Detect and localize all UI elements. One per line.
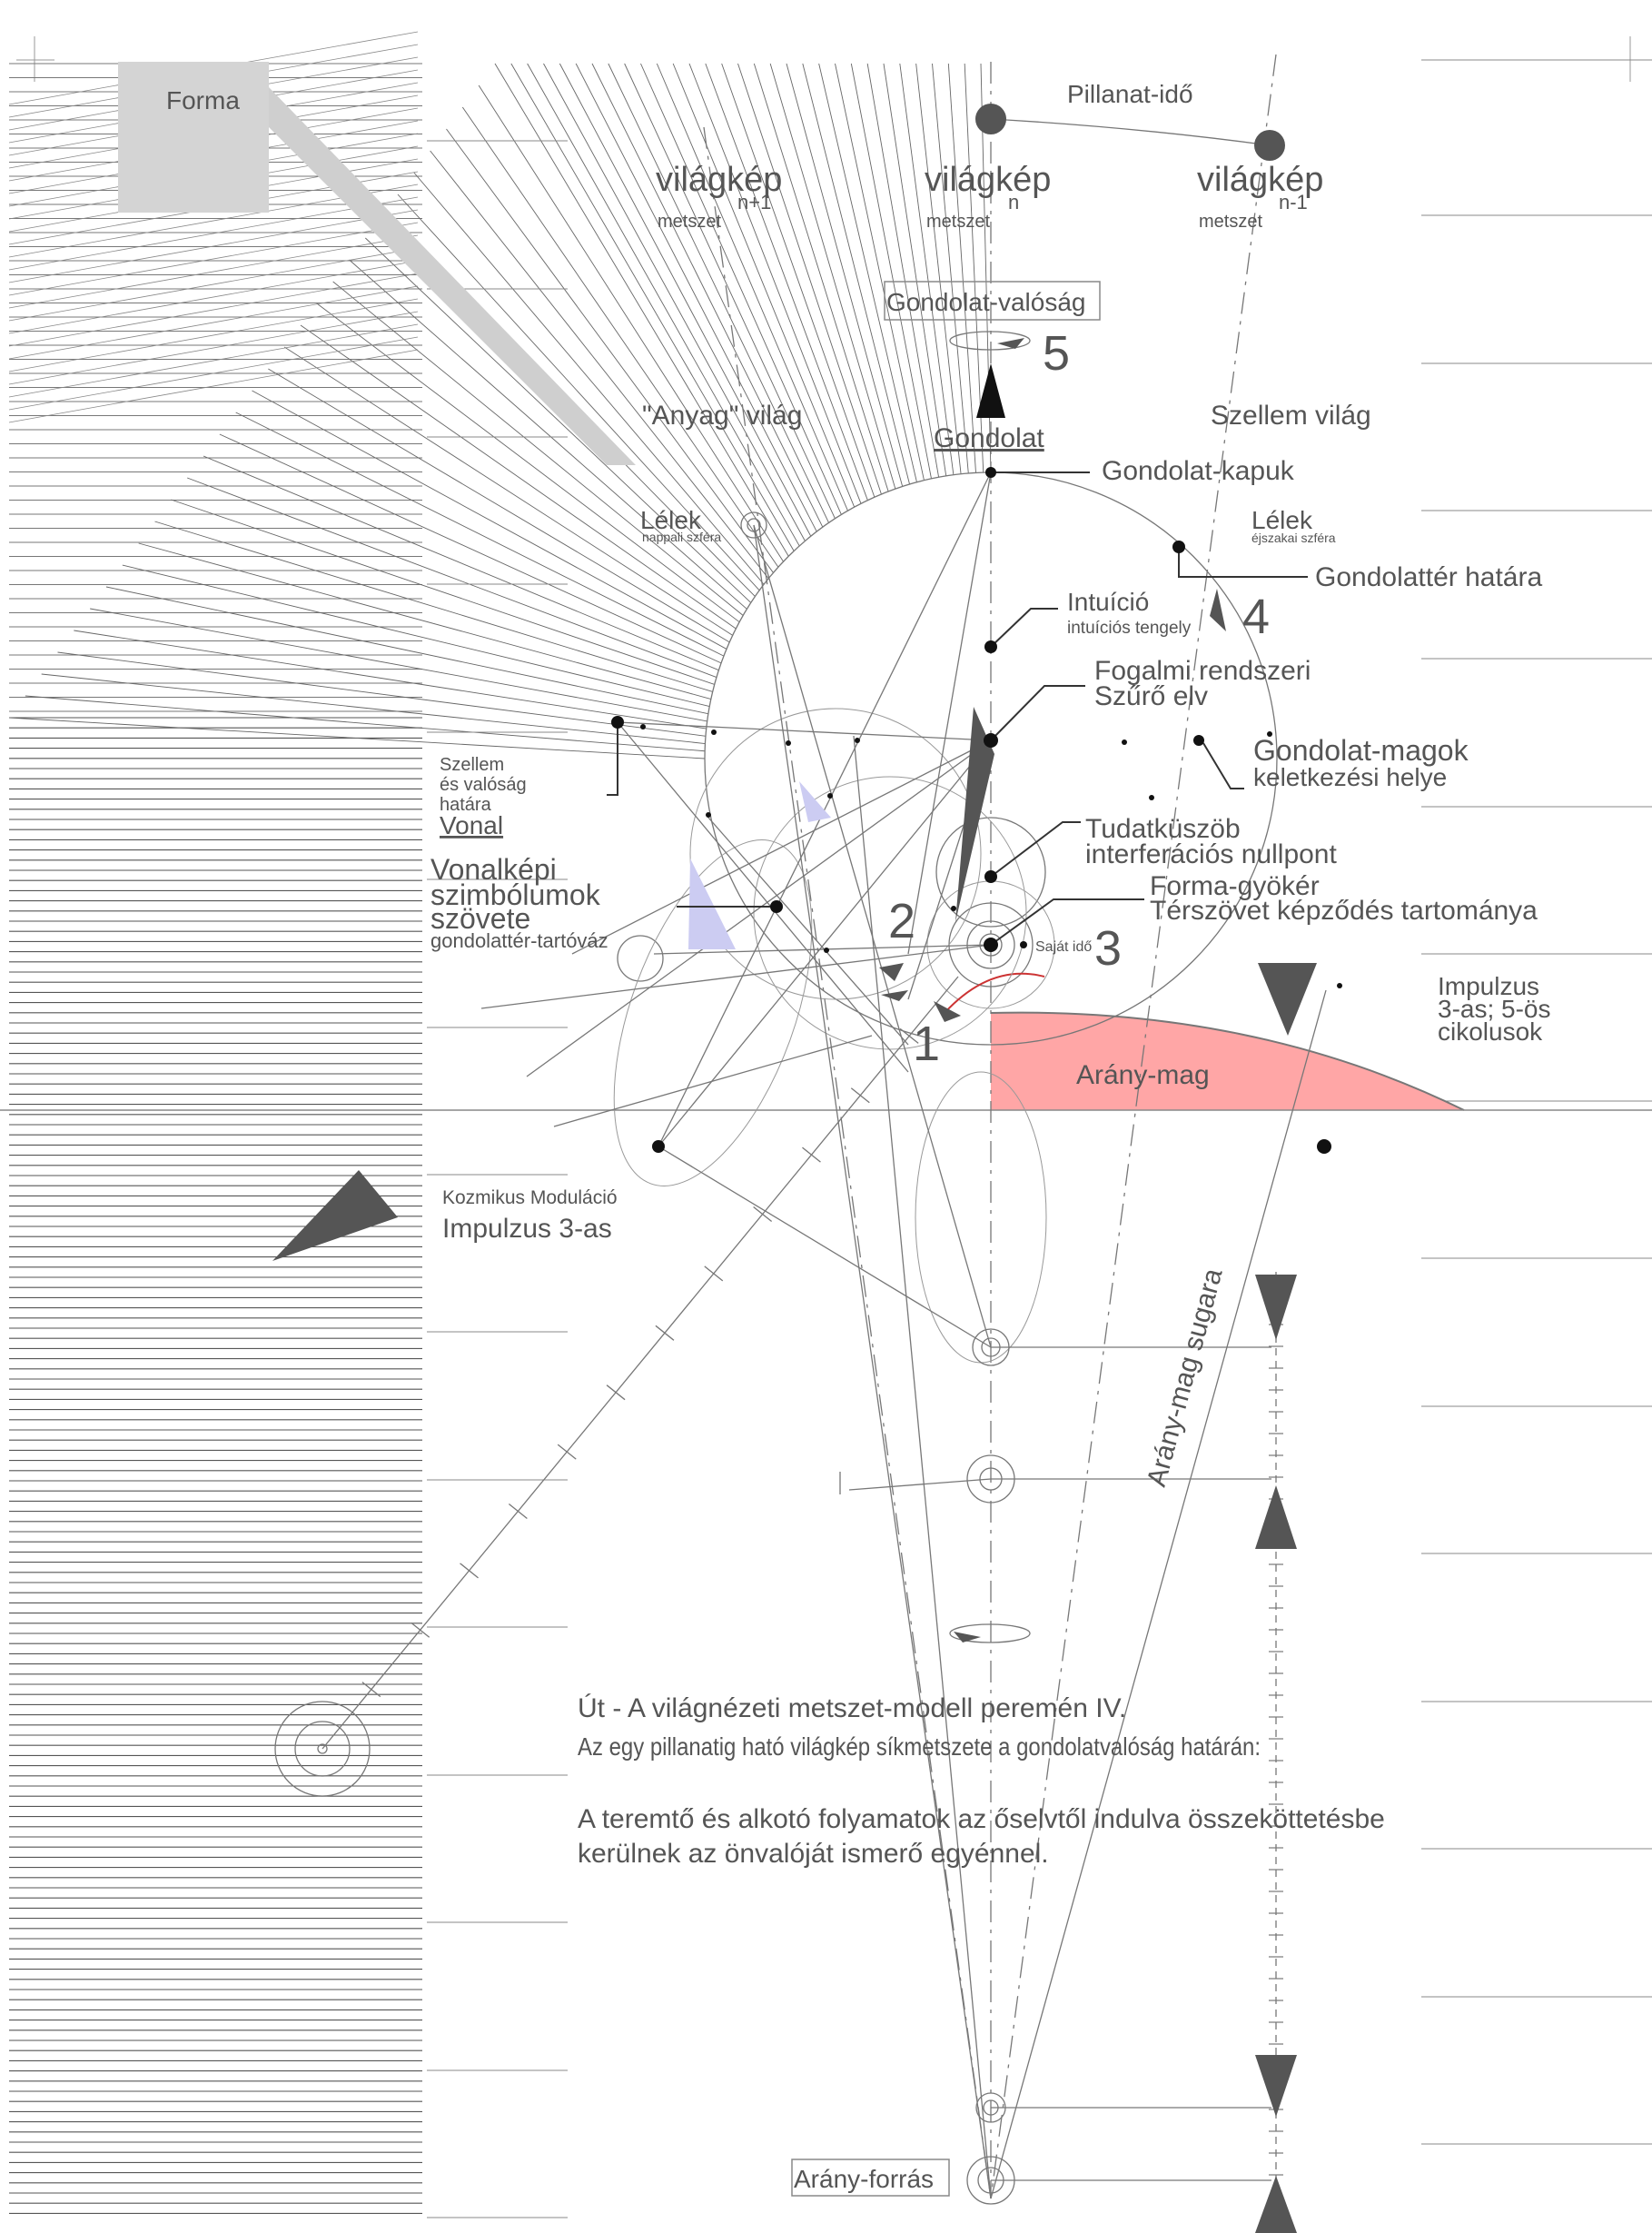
label-forma: Forma (166, 86, 240, 114)
wedge-mid (799, 781, 831, 822)
label-vonal: Vonal (440, 811, 503, 839)
kozmikus-node (274, 1701, 371, 1797)
label-arany-mag-sugara: Arány-mag sugara (1142, 1265, 1229, 1490)
label-szellem-vilag: Szellem világ (1211, 401, 1371, 431)
label-sajat-ido: Saját idő (1035, 939, 1092, 955)
label-arany-forras: Arány-forrás (794, 2165, 934, 2193)
label-anyag-vilag: "Anyag" világ (642, 401, 802, 431)
label-intuicio: Intuíció (1067, 588, 1149, 616)
label-fogalmi-1: Fogalmi rendszeri (1094, 656, 1311, 686)
axis-left (703, 126, 992, 2199)
arany-forras-box (791, 2159, 950, 2197)
spin-ellipse-top (949, 331, 1031, 351)
label-impulzus-3as: Impulzus 3-as (442, 1214, 612, 1244)
wedge-left (688, 858, 736, 949)
label-gondolatter-hatara: Gondolattér határa (1315, 562, 1542, 592)
label-tudatkuszob-2: interferációs nullpont (1085, 839, 1337, 869)
label-vonalkepi-2: szimbólumok (430, 878, 601, 911)
spin-ellipse-bottom (949, 1623, 1031, 1643)
label-lelek-right: Lélek (1251, 506, 1313, 534)
gondolat-valosag-box (884, 281, 1101, 321)
forma-box (118, 62, 269, 213)
radial-fan (8, 63, 992, 759)
label-num-3: 3 (1094, 921, 1122, 976)
label-ut-p1: A teremtő és alkotó folyamatok az őselvt… (578, 1804, 1385, 1834)
label-gondolat-magok-2: keletkezési helye (1253, 763, 1447, 791)
label-tudatkuszob-1: Tudatküszöb (1085, 814, 1241, 844)
label-impulzus-3: cikolusok (1438, 1017, 1543, 1046)
label-num-1: 1 (913, 1017, 940, 1071)
label-gondolat-magok-1: Gondolat-magok (1253, 734, 1469, 767)
arany-mag-region (991, 1012, 1464, 1110)
label-vilagkep-b: világkép (925, 161, 1051, 199)
leader-lines (607, 471, 1308, 946)
label-forma-gyoker-1: Forma-gyökér (1150, 871, 1320, 901)
label-lelek-right-sub: éjszakai szféra (1251, 531, 1336, 545)
label-lelek-left: Lélek (640, 506, 702, 534)
label-szellem-2: és valóság (440, 775, 527, 795)
label-pillanat-ido: Pillanat-idő (1067, 80, 1193, 108)
label-fogalmi-2: Szűrő elv (1094, 681, 1208, 711)
label-impulzus-2: 3-as; 5-ös (1438, 995, 1551, 1023)
label-szellem-1: Szellem (440, 755, 504, 775)
node-dots (611, 104, 1342, 1154)
label-intuicio-sub: intuíciós tengely (1067, 619, 1192, 638)
label-ut-sub: Az egy pillanatig ható világkép síkmetsz… (578, 1732, 1261, 1761)
label-impulzus-1: Impulzus (1438, 972, 1539, 1000)
axis-right (990, 54, 1277, 2199)
label-metszet-c: metszet (1199, 212, 1262, 232)
label-metszet-a: metszet (658, 212, 721, 232)
label-metszet-b: metszet (926, 212, 990, 232)
label-lelek-left-sub: nappali szféra (642, 530, 721, 544)
label-vonalkepi-3: szövete (430, 902, 530, 935)
right-margin-lines (427, 59, 1652, 2218)
forma-band (269, 87, 636, 465)
label-sub-b: n (1008, 191, 1019, 213)
kozmikus-ticks (361, 1027, 919, 1698)
label-kozmikus: Kozmikus Moduláció (442, 1187, 618, 1208)
horizontal-hatch (9, 63, 422, 2214)
label-ut-p2: kerülnek az önvalóját ismerő egyénnel. (578, 1839, 1049, 1869)
label-sub-c: n-1 (1279, 191, 1308, 213)
label-sub-a: n+1 (737, 191, 771, 213)
label-forma-gyoker-2: Térszövet képződés tartománya (1150, 896, 1538, 926)
label-num-5: 5 (1043, 326, 1070, 381)
label-gondolat-kapuk: Gondolat-kapuk (1102, 456, 1295, 486)
label-szellem-3: határa (440, 795, 492, 815)
label-ut-title: Út - A világnézeti metszet-modell peremé… (578, 1693, 1126, 1723)
label-gondolat: Gondolat (934, 423, 1044, 453)
structure-lines (321, 118, 1327, 2199)
label-vilagkep-a: világkép (656, 161, 782, 199)
label-vonalkepi-4: gondolattér-tartóváz (430, 929, 608, 952)
arrows (272, 338, 1317, 2233)
label-gondolat-valosag: Gondolat-valóság (886, 288, 1085, 316)
label-num-2: 2 (888, 894, 915, 948)
label-arany-mag: Arány-mag (1076, 1060, 1210, 1090)
label-num-4: 4 (1242, 590, 1270, 644)
label-vonalkepi-1: Vonalképi (430, 853, 557, 886)
tudatkuszob-circle (935, 817, 1046, 928)
lelek-node (740, 511, 767, 539)
label-vilagkep-c: világkép (1197, 161, 1323, 199)
